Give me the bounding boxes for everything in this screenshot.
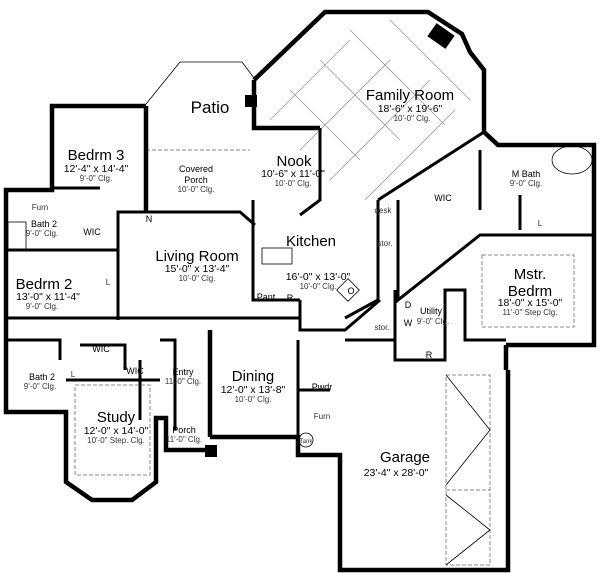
dryer-label: D [405,300,412,310]
linen-mbath-label: L [538,219,543,228]
desk-label: desk [375,206,393,215]
covered-porch-label-2: Porch [184,175,208,185]
stor-lower-label: stor. [374,323,389,332]
kitchen-ceiling: 10'-0" Clg. [300,282,337,291]
m-bath-ceiling: 9'-0" Clg. [510,179,542,188]
garage-door[interactable] [445,374,491,566]
furn-upper-label: Furn [32,203,48,212]
study-step-ceiling [74,384,151,476]
washer-label: W [404,318,413,328]
refrigerator-utility-label: R [426,350,433,360]
tub-icon [551,145,593,175]
mstr-bedrm-step-ceiling [481,254,575,328]
bath2-upper-label: Bath 2 [31,219,57,229]
mstr-bedrm-label: Mstr. [514,266,547,283]
wic-bath2-label: WIC [92,344,110,354]
stor-upper-label: stor. [377,239,392,248]
living-room-ceiling: 10'-0" Clg. [179,274,216,283]
furn-lower-label: Furn [314,412,330,421]
dining-ceiling: 10'-0" Clg. [235,395,272,404]
utility-label: Utility [420,306,442,316]
entry-ceiling: 11'-0" Clg. [165,377,201,386]
family-room-dims: 18'-6" x 19'-6" [378,103,443,115]
oven-icon [336,278,360,302]
kitchen-label: Kitchen [286,233,336,250]
oven-label: O [347,286,354,296]
exterior-walls [3,9,597,573]
bath2-lower-ceiling: 9'-0" Clg. [24,382,56,391]
fireplace-icon [427,23,455,49]
wic-master-label: WIC [434,193,452,203]
nook-ceiling: 10'-0" Clg. [275,179,312,188]
kitchen-dims: 16'-0" x 13'-0" [286,271,351,283]
study-label: Study [97,409,136,426]
family-room-tile-grid [269,19,471,201]
mstr-bedrm-label-2: Bedrm [508,283,552,300]
linen-bedrm2-label: L [106,278,111,287]
linen-bath2-label: L [71,370,76,379]
living-room-dims: 15'-0" x 13'-4" [165,263,230,275]
study-ceiling: 10'-0" Step. Clg. [87,436,145,445]
bedrm2-ceiling: 9'-0" Clg. [26,302,58,311]
patio-outline [145,61,255,105]
wic-study-label: WIC [126,366,144,376]
bedrm2-label: Bedrm 2 [16,276,73,293]
garage-dims: 23'-4" x 28'-0" [364,467,429,479]
tank-label: Tank [300,439,314,445]
covered-porch-ceiling: 10'-0" Clg. [178,185,215,194]
refrigerator-kitchen-label: R [287,293,294,303]
living-room-label: Living Room [155,248,238,265]
garage-door-swing [445,374,491,566]
family-room-ceiling: 10'-0" Clg. [394,114,431,123]
utility-ceiling: 9'-0" Clg. [417,317,449,326]
study-dims: 12'-0" x 14'-0" [84,425,149,437]
kitchen-island [261,247,293,265]
bedrm3-ceiling: 9'-0" Clg. [80,174,112,183]
pwdr-label: Pwdr [312,382,333,392]
dining-dims: 12'-0" x 13'-8" [221,384,286,396]
covered-porch-label: Covered [179,164,213,174]
patio-label: Patio [191,98,230,117]
bath2-lower-label: Bath 2 [29,372,55,382]
pantry-label: Pant [257,292,276,302]
interior-walls [5,128,594,455]
dining-label: Dining [232,368,275,385]
water-tank-icon [298,432,314,448]
porch-label: Porch [172,425,196,435]
bedrm3-label: Bedrm 3 [68,147,125,164]
nook-dims: 10'-6" x 11'-0" [261,168,325,180]
entry-label: Entry [172,367,194,377]
m-bath-label: M Bath [512,169,541,179]
bedrm2-dims: 13'-0" x 11'-4" [16,291,80,303]
porch-column [205,445,217,457]
family-room-label: Family Room [366,87,454,104]
tub-icon [7,221,27,251]
garage-label: Garage [380,449,430,466]
bedrm3-dims: 12'-4" x 14'-4" [64,163,129,175]
bath2-upper-ceiling: 9'-0" Clg. [26,229,58,238]
porch-ceiling: 11'-0" Clg. [166,435,202,444]
mstr-bedrm-ceiling: 11'-0" Step Clg. [503,308,558,317]
north-arrow-label: N [146,214,153,224]
wic-bedrm3-label: WIC [83,227,101,237]
nook-label: Nook [276,153,312,170]
mstr-bedrm-dims: 18'-0" x 15'-0" [498,297,563,309]
